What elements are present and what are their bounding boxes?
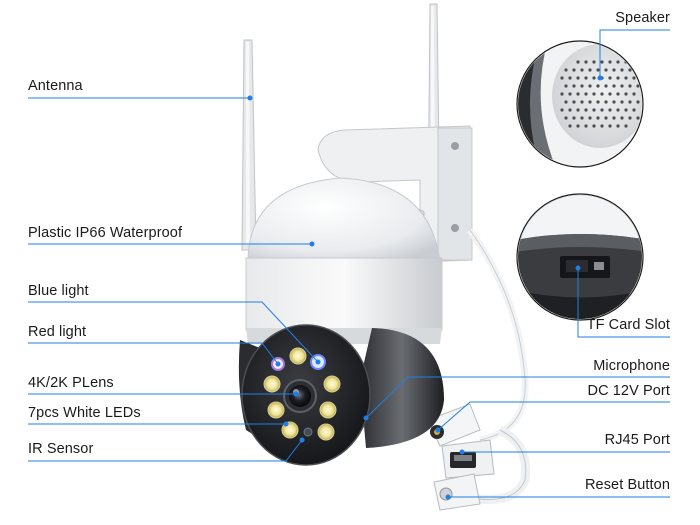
red-light-label: Red light	[28, 324, 87, 340]
antenna-left	[241, 39, 257, 251]
reset-button-label: Reset Button	[584, 477, 670, 493]
tf-slot-label: TF Card Slot	[586, 317, 670, 333]
wall-bracket	[317, 125, 473, 263]
white-leds	[263, 347, 341, 441]
white-leds-label: 7pcs White LEDs	[28, 405, 141, 421]
speaker-detail	[516, 40, 644, 168]
cable	[467, 227, 531, 505]
dc-connector	[427, 403, 481, 447]
ir-sensor-label: IR Sensor	[28, 441, 94, 457]
blue-light-label: Blue light	[28, 283, 89, 299]
antenna-label: Antenna	[28, 78, 83, 94]
camera-lens	[283, 379, 317, 413]
ir-sensor	[303, 427, 313, 437]
tf-card-detail	[516, 193, 644, 321]
speaker-label: Speaker	[615, 10, 670, 26]
rj45-port-label: RJ45 Port	[604, 432, 670, 448]
rj45-connector	[441, 439, 495, 479]
housing-label: Plastic IP66 Waterproof	[28, 225, 183, 241]
camera-body	[238, 177, 444, 466]
reset-connector	[433, 473, 481, 511]
callout-lines	[28, 29, 670, 500]
dc-port-label: DC 12V Port	[587, 383, 670, 399]
microphone-label: Microphone	[593, 358, 670, 374]
lens-label: 4K/2K PLens	[28, 375, 114, 391]
